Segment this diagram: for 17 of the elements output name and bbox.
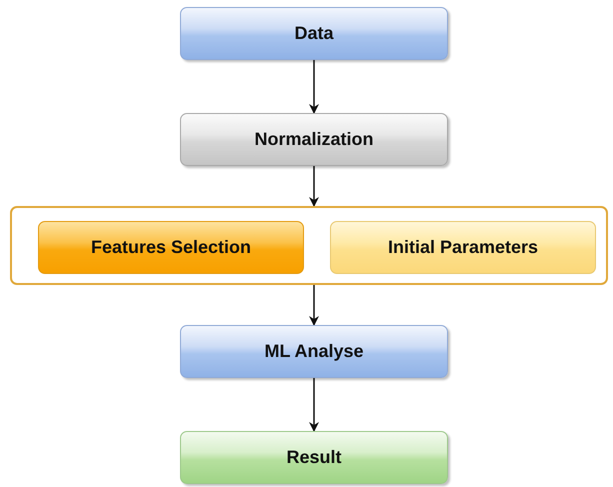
box-label: Data	[294, 23, 334, 44]
arrow	[309, 166, 319, 207]
arrow	[309, 378, 319, 432]
box-label: Result	[286, 447, 342, 468]
process-box	[180, 113, 448, 166]
process-box	[180, 325, 448, 378]
box-label: Normalization	[254, 129, 374, 150]
box-label: Features Selection	[90, 237, 252, 258]
group-container	[10, 206, 608, 285]
box-label: ML Analyse	[264, 341, 364, 362]
box-label: Initial Parameters	[388, 237, 538, 258]
process-box	[180, 431, 448, 484]
process-box	[180, 7, 448, 60]
process-box	[330, 221, 596, 274]
process-box	[38, 221, 304, 274]
arrow	[309, 60, 319, 114]
arrow	[309, 285, 319, 326]
